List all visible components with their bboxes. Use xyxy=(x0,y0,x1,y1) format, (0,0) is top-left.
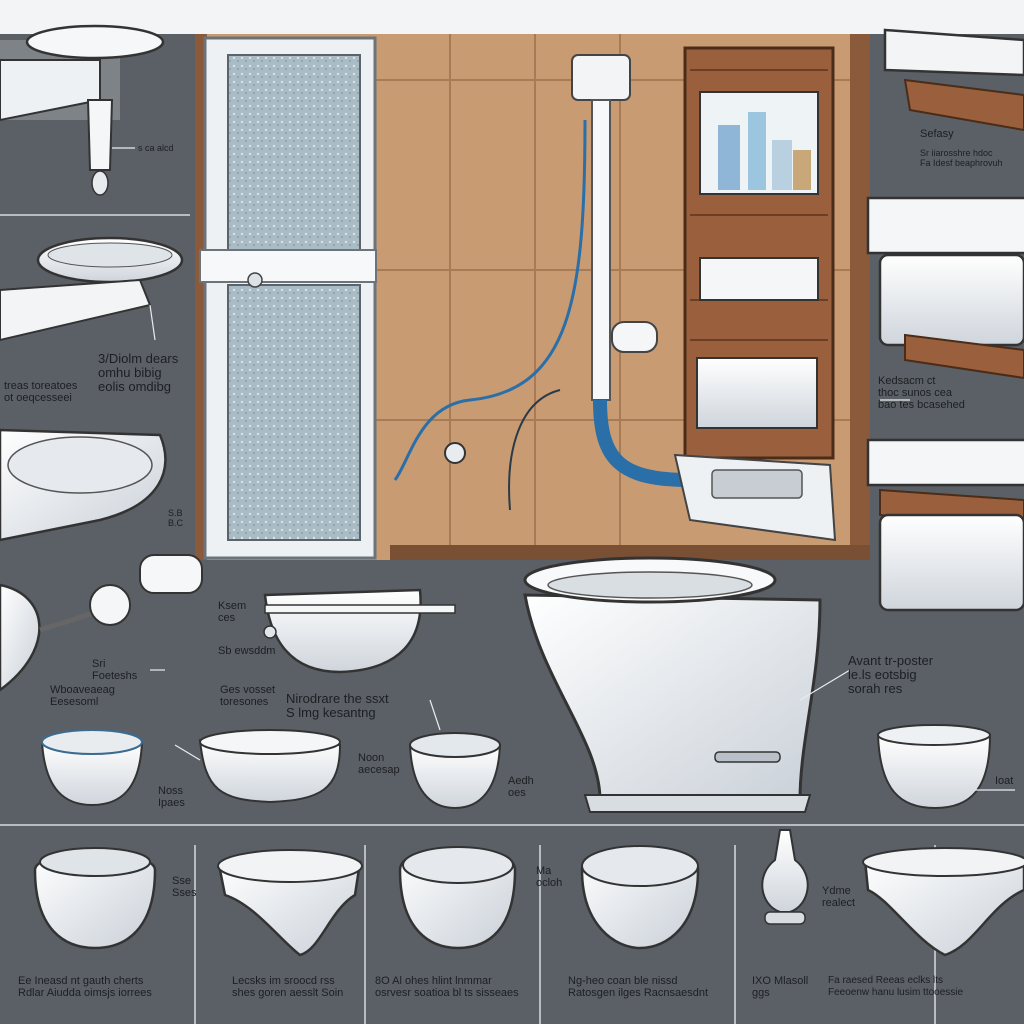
right-shelf-icon xyxy=(883,28,1024,132)
towel-dispenser-icon xyxy=(866,438,1024,612)
label-left-mid-line-3: eolis omdibg xyxy=(98,379,171,394)
footer-caption-6-line-1: Fa raesed Reeas eclks lts xyxy=(828,975,944,986)
footer-caption-1-line-2: Rdlar Aiudda oimsjs iorrees xyxy=(18,987,152,999)
label-left-mid-2-line-1: treas toreatoes xyxy=(4,380,78,392)
toilet-icon xyxy=(523,556,822,813)
label-right-mid: Kedsacm ct thoc sunos cea bao tes bcaseh… xyxy=(878,375,965,411)
label-bowl-1-line-2: Ipaes xyxy=(158,797,185,809)
label-left-mid-line-1: 3/Diolm dears xyxy=(98,351,179,366)
label-bottom-2: Ma ocloh xyxy=(536,865,562,889)
label-bowl-3-line-1: Aedh xyxy=(508,775,534,787)
label-faucet: s ca alcd xyxy=(138,143,174,153)
footer-caption-5-line-2: ggs xyxy=(752,987,770,999)
label-center-1-line-2: ces xyxy=(218,612,236,624)
footer-caption-2: Lecsks im sroocd rss shes goren aesslt S… xyxy=(232,975,343,999)
label-left-tiny-line-1: S.B xyxy=(168,508,183,518)
label-center-1: Ksem ces xyxy=(218,600,246,624)
label-bowl-2: Noon aecesap xyxy=(358,752,400,776)
footer-caption-5-line-1: IXO Mlasoll xyxy=(752,975,809,987)
bidet-icon xyxy=(263,588,456,674)
label-right-mid-line-3: bao tes bcasehed xyxy=(878,399,965,411)
footer-caption-3-line-2: osrvesr soatioa bl ts sisseaes xyxy=(375,987,519,999)
label-center-4-line-2: S lmg kesantng xyxy=(286,705,376,720)
footer-caption-3-line-1: 8O Al ohes hlint lnmmar xyxy=(375,975,492,987)
bottom-fixtures xyxy=(33,829,1024,957)
footer-caption-4-line-1: Ng-heo coan ble nissd xyxy=(568,975,678,987)
label-left-mid-2-line-2: ot oeqcesseei xyxy=(4,392,72,404)
label-center-4-line-1: Nirodrare the ssxt xyxy=(286,691,389,706)
label-right-low: Avant tr-poster le.ls eotsbig sorah res xyxy=(848,654,933,696)
label-right-mid-line-1: Kedsacm ct xyxy=(878,375,936,387)
label-right-low-line-2: le.ls eotsbig xyxy=(848,667,917,682)
label-top-right-detail-line-2: Fa Idesf beaphrovuh xyxy=(920,158,1003,168)
label-right-low-line-3: sorah res xyxy=(848,681,903,696)
label-faucet-line-1: s ca alcd xyxy=(138,143,174,153)
label-bottom-2-line-1: Ma xyxy=(536,865,552,877)
label-bottom-1-line-1: Sse xyxy=(172,875,191,887)
label-left-mid: 3/Diolm dears omhu bibig eolis omdibg xyxy=(98,352,178,394)
label-center-2-line-1: Sb ewsddm xyxy=(218,645,276,657)
label-bottom-1: Sse Sses xyxy=(172,875,196,899)
label-bowl-3: Aedh oes xyxy=(508,775,534,799)
valve-icon xyxy=(0,554,203,692)
label-bottom-3: Ydme realect xyxy=(822,885,855,909)
bowl-icon xyxy=(40,724,992,810)
sink-basin-icon xyxy=(0,236,184,342)
label-center-3-line-2: toresones xyxy=(220,696,269,708)
label-top-right-detail: Sr iiarosshre hdoc Fa Idesf beaphrovuh xyxy=(920,148,1003,168)
footer-caption-1: Ee Ineasd nt gauth cherts Rdlar Aiudda o… xyxy=(18,975,152,999)
label-bowl-4-line-1: Ioat xyxy=(995,775,1014,787)
label-top-right-line-1: Sefasy xyxy=(920,128,954,140)
label-bowl-4: Ioat xyxy=(995,775,1013,787)
label-top-right-detail-line-1: Sr iiarosshre hdoc xyxy=(920,148,993,158)
label-center-3-line-1: Ges vosset xyxy=(220,684,276,696)
footer-caption-6-line-2: Feeoenw hanu lusim ttooessie xyxy=(828,987,964,998)
label-center-2: Sb ewsddm xyxy=(218,645,275,657)
label-center-3: Ges vosset toresones xyxy=(220,684,275,708)
footer-caption-3: 8O Al ohes hlint lnmmar osrvesr soatioa … xyxy=(375,975,519,999)
label-left-low-2-line-2: Eesesoml xyxy=(50,696,99,708)
top-margin xyxy=(0,0,1024,34)
label-bottom-3-line-2: realect xyxy=(822,897,856,909)
urinal-icon xyxy=(0,428,167,542)
label-left-low-line-2: Foeteshs xyxy=(92,670,138,682)
faucet-icon xyxy=(0,24,165,196)
label-bottom-1-line-2: Sses xyxy=(172,887,197,899)
label-bowl-2-line-2: aecesap xyxy=(358,764,400,776)
footer-caption-2-line-1: Lecsks im sroocd rss xyxy=(232,975,335,987)
label-center-1-line-1: Ksem xyxy=(218,600,247,612)
label-left-low-line-1: Sri xyxy=(92,658,106,670)
pipe-icon xyxy=(393,54,691,511)
footer-caption-4: Ng-heo coan ble nissd Ratosgen ilges Rac… xyxy=(568,975,708,999)
footer-caption-2-line-2: shes goren aesslt Soin xyxy=(232,987,344,999)
label-left-tiny: S.B B.C xyxy=(168,508,183,528)
label-bowl-2-line-1: Noon xyxy=(358,752,385,764)
label-left-mid-line-2: omhu bibig xyxy=(98,365,162,380)
label-bottom-3-line-1: Ydme xyxy=(822,885,851,897)
paper-roll-icon xyxy=(866,196,1024,380)
shower-door-icon xyxy=(199,36,377,560)
footer-caption-5: IXO Mlasoll ggs xyxy=(752,975,808,999)
medicine-cabinet-icon xyxy=(683,46,835,460)
label-bowl-1-line-1: Noss xyxy=(158,785,184,797)
footer-caption-4-line-2: Ratosgen ilges Racnsaesdnt xyxy=(568,987,709,999)
label-top-right: Sefasy xyxy=(920,128,954,140)
label-bowl-1: Noss Ipaes xyxy=(158,785,185,809)
label-bottom-2-line-2: ocloh xyxy=(536,877,563,889)
label-center-4: Nirodrare the ssxt S lmg kesantng xyxy=(286,692,389,720)
label-left-low: Sri Foeteshs xyxy=(92,658,137,682)
footer-caption-1-line-1: Ee Ineasd nt gauth cherts xyxy=(18,975,144,987)
label-right-mid-line-2: thoc sunos cea xyxy=(878,387,952,399)
label-right-low-line-1: Avant tr-poster xyxy=(848,653,934,668)
label-left-low-2: Wboaveaeag Eesesoml xyxy=(50,684,115,708)
label-left-mid-2: treas toreatoes ot oeqcesseei xyxy=(4,380,77,404)
paper-towel-holder-icon xyxy=(673,453,837,542)
label-left-tiny-line-2: B.C xyxy=(168,518,184,528)
label-left-low-2-line-1: Wboaveaeag xyxy=(50,684,115,696)
footer-caption-6: Fa raesed Reeas eclks lts Feeoenw hanu l… xyxy=(828,975,963,999)
label-bowl-3-line-2: oes xyxy=(508,787,526,799)
leader-lines xyxy=(112,147,1015,791)
